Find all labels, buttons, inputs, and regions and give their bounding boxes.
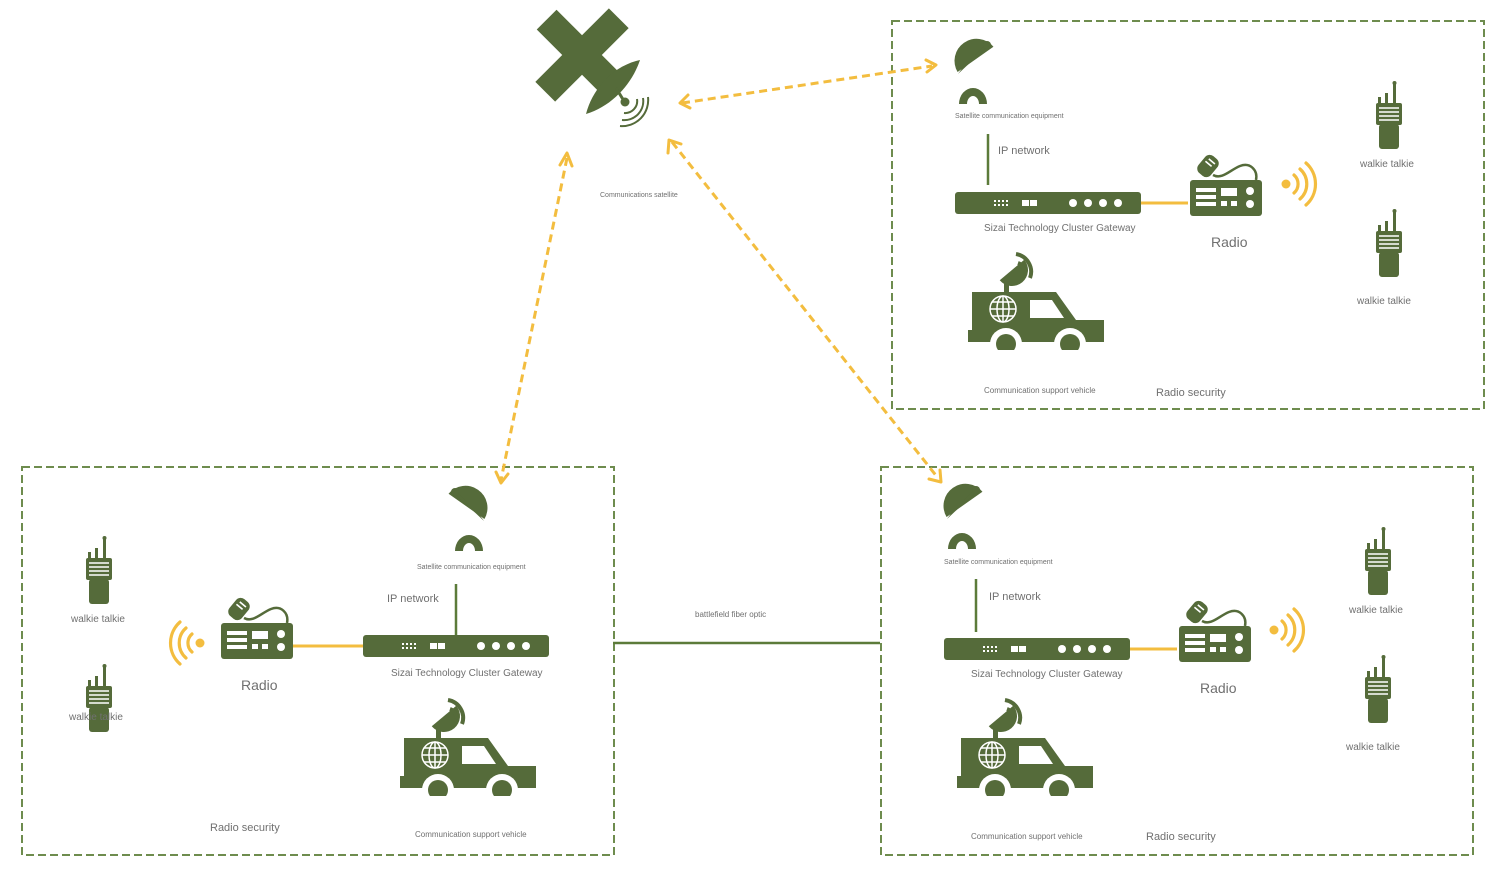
walkie-talkie-icon	[1364, 526, 1392, 596]
satellite-label: Communications satellite	[600, 192, 678, 199]
vehicle-icon	[953, 698, 1103, 810]
satellite-icon	[535, 8, 650, 128]
gateway-label: Sizai Technology Cluster Gateway	[984, 223, 1136, 234]
wifi-waves-icon	[168, 620, 207, 666]
satellite-dish-icon	[446, 481, 491, 553]
vehicle-label: Communication support vehicle	[415, 830, 527, 839]
radio-label: Radio	[1200, 680, 1237, 696]
site-box-top-right	[891, 20, 1485, 410]
gateway-icon	[955, 192, 1141, 214]
walkie-talkie-label: walkie talkie	[1349, 605, 1403, 616]
vehicle-label: Communication support vehicle	[984, 386, 1096, 395]
wifi-waves-icon	[1279, 161, 1318, 207]
ip-network-label: IP network	[989, 591, 1041, 603]
vehicle-icon	[396, 698, 546, 810]
gateway-icon	[363, 635, 549, 657]
arrowhead	[494, 470, 510, 485]
walkie-talkie-icon	[1375, 208, 1403, 278]
arrowhead	[666, 138, 683, 155]
walkie-talkie-icon	[85, 535, 113, 605]
site-bottom-left	[85, 481, 549, 810]
site-top-right	[951, 34, 1403, 364]
site-box-bottom-right	[880, 466, 1474, 856]
walkie-talkie-label: walkie talkie	[1346, 742, 1400, 753]
radio-icon	[1188, 151, 1264, 218]
gateway-label: Sizai Technology Cluster Gateway	[971, 669, 1123, 680]
sat-equipment-label: Satellite communication equipment	[955, 113, 1064, 120]
walkie-talkie-icon	[1375, 80, 1403, 150]
satlink-bottom-right	[670, 141, 940, 479]
site-box-bottom-left	[21, 466, 615, 856]
wifi-waves-icon	[1267, 607, 1306, 653]
ip-network-label: IP network	[387, 593, 439, 605]
satellite-dish-icon	[951, 34, 996, 106]
walkie-talkie-label: walkie talkie	[1357, 296, 1411, 307]
radio-icon	[219, 594, 295, 661]
walkie-talkie-icon	[1364, 654, 1392, 724]
satlink-top-right	[681, 64, 933, 105]
vehicle-label: Communication support vehicle	[971, 832, 1083, 841]
satlink-bottom-left	[499, 157, 569, 481]
radio-label: Radio	[241, 677, 278, 693]
ip-network-label: IP network	[998, 145, 1050, 157]
radio-icon	[1177, 597, 1253, 664]
radio-label: Radio	[1211, 234, 1248, 250]
walkie-talkie-label: walkie talkie	[1360, 159, 1414, 170]
arrowhead	[924, 58, 938, 74]
walkie-talkie-label: walkie talkie	[71, 614, 125, 625]
arrowhead	[927, 468, 943, 484]
sat-equipment-label: Satellite communication equipment	[417, 564, 526, 571]
gateway-label: Sizai Technology Cluster Gateway	[391, 668, 543, 679]
walkie-talkie-label: walkie talkie	[69, 712, 123, 723]
arrowhead	[678, 93, 692, 110]
arrowhead	[558, 151, 574, 168]
zone-label: Radio security	[1146, 831, 1216, 843]
zone-label: Radio security	[1156, 387, 1226, 399]
fiber-optic-label: battlefield fiber optic	[695, 610, 767, 619]
vehicle-icon	[964, 252, 1114, 364]
gateway-icon	[944, 638, 1130, 660]
satellite-dish-icon	[940, 479, 985, 551]
zone-label: Radio security	[210, 822, 280, 834]
site-bottom-right	[940, 479, 1392, 810]
sat-equipment-label: Satellite communication equipment	[944, 559, 1053, 566]
